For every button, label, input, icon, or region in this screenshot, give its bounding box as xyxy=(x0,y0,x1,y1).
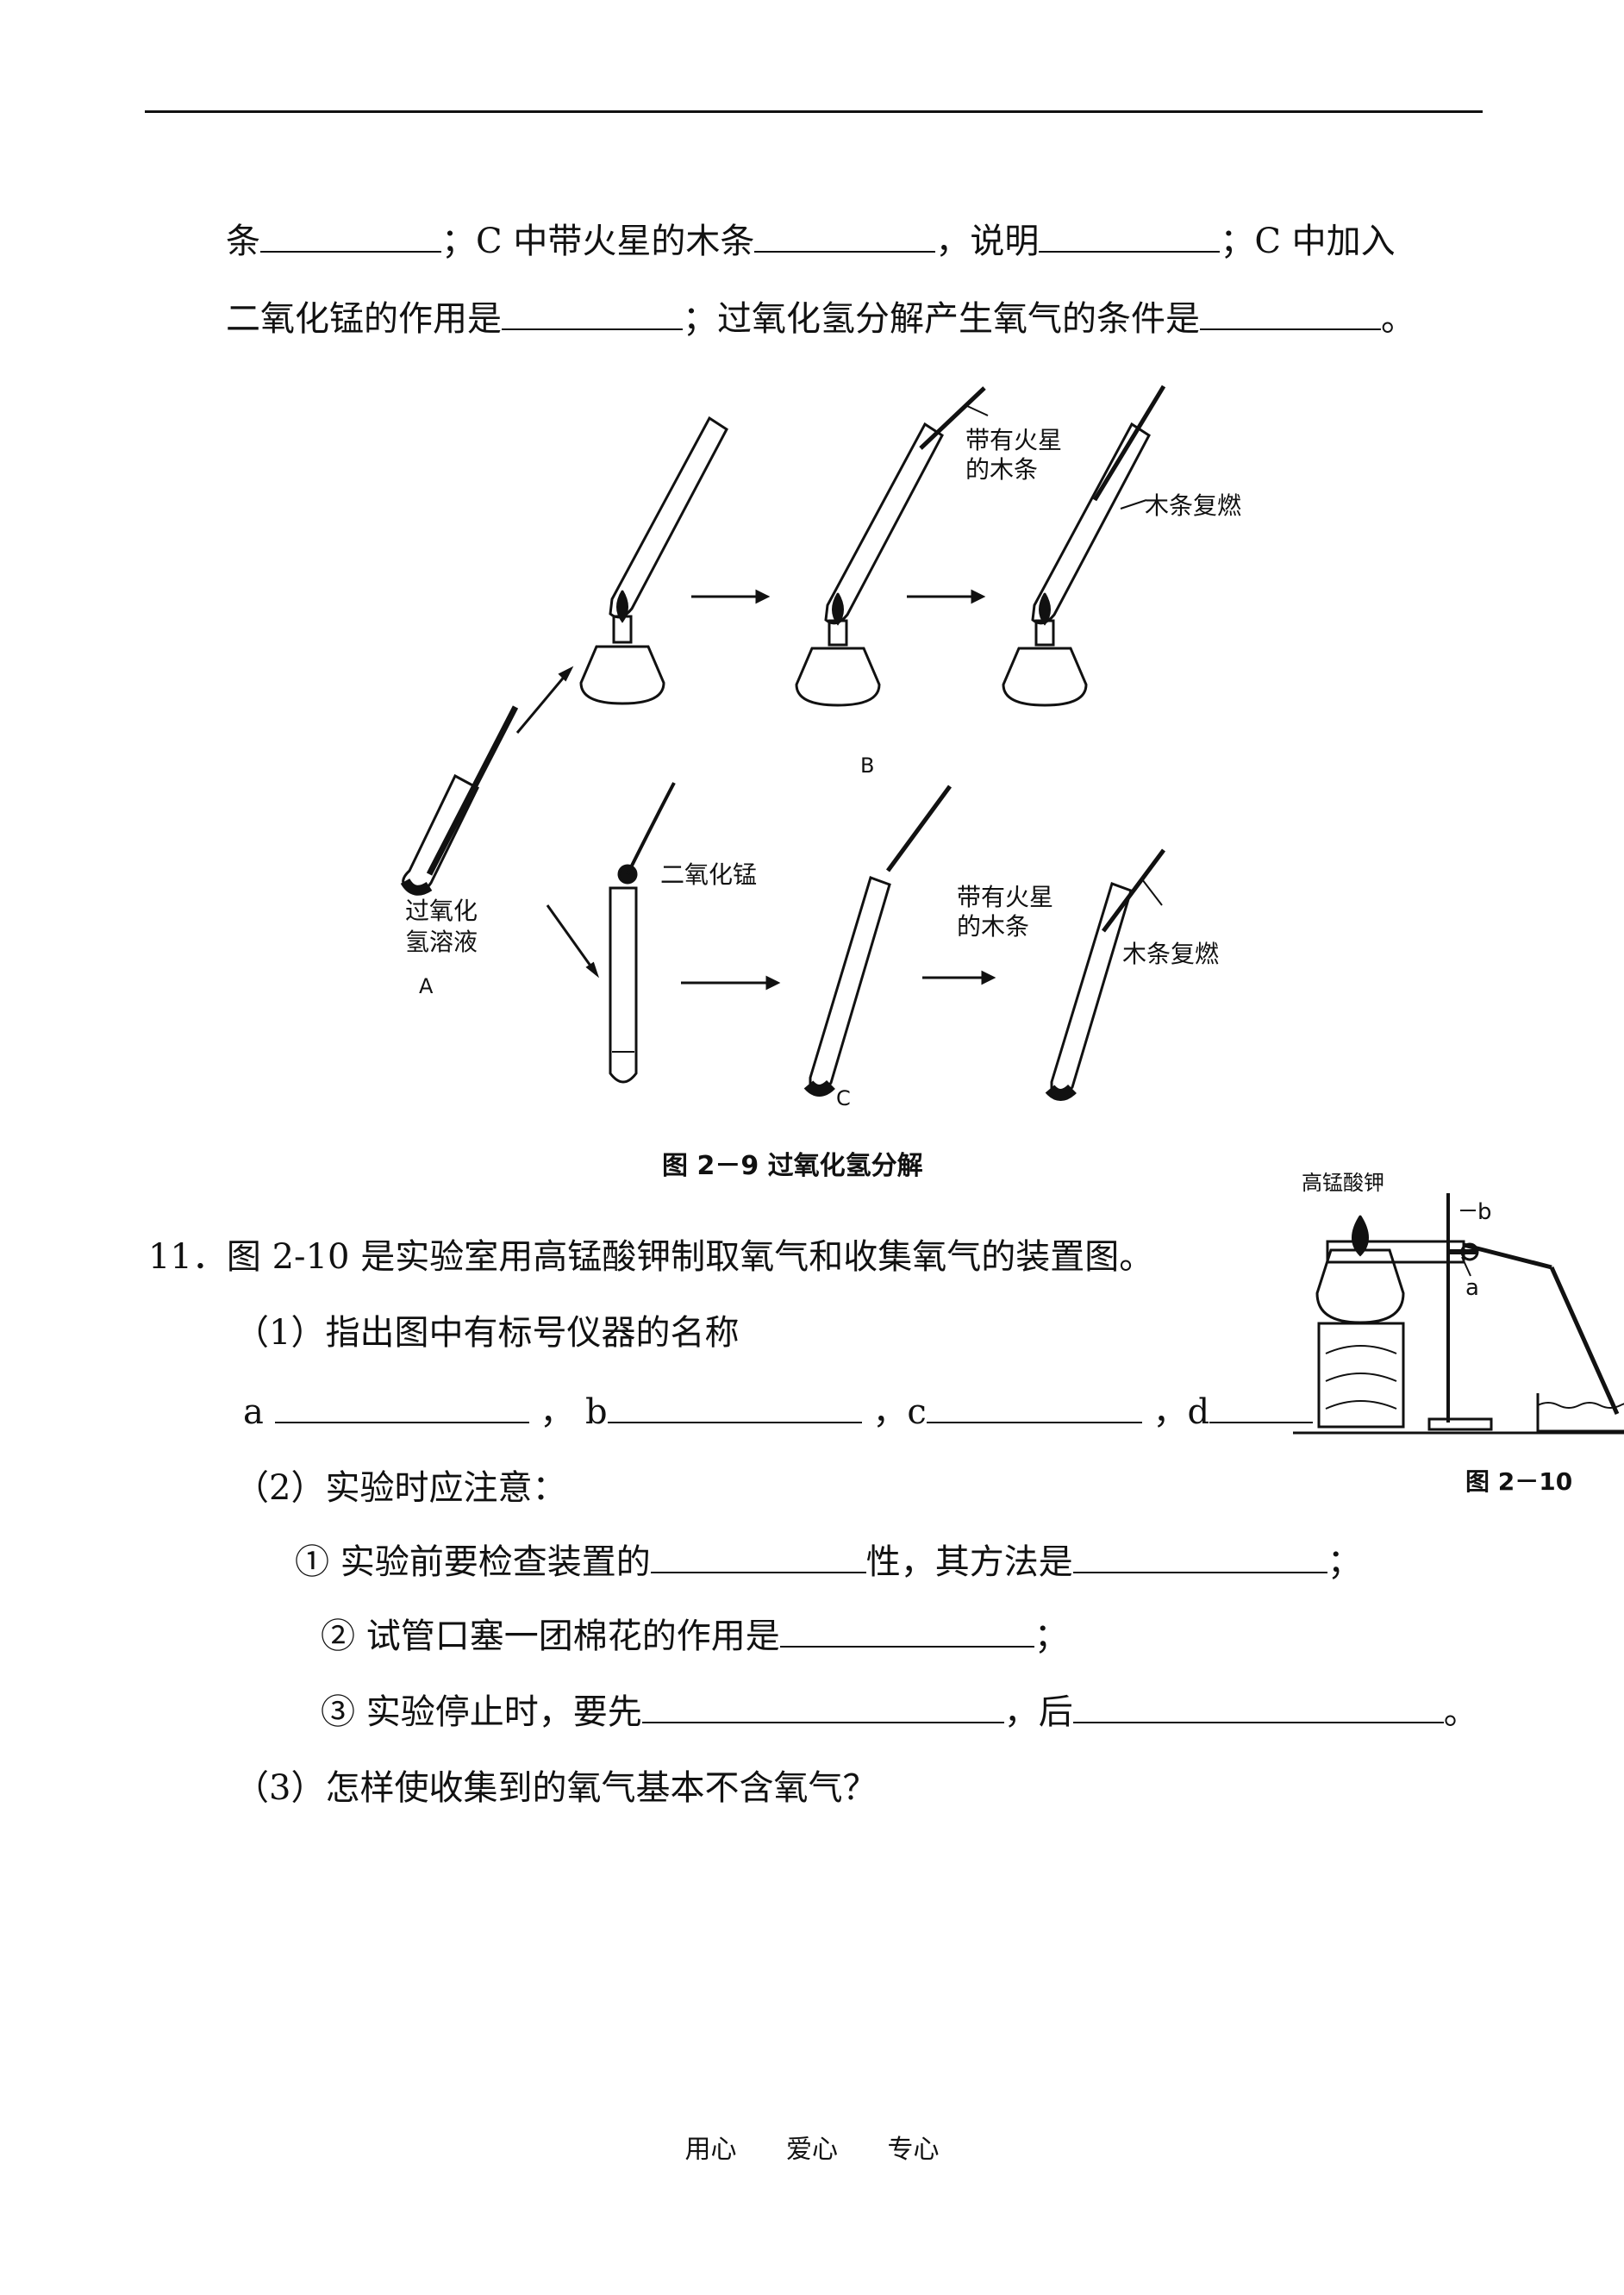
label-glowing-splint: 的木条 xyxy=(957,912,1029,941)
q11-part3: （3）怎样使收集到的氧气基本不含氧气？ xyxy=(234,1768,878,1808)
label-h2o2: 氢溶液 xyxy=(405,928,478,956)
q11-text: ； xyxy=(1327,1542,1362,1582)
figure-2-9: 带有火星 的木条 木条复燃 二氧化锰 带有火星 的木条 木条复燃 过氧化 氢溶液… xyxy=(400,385,1241,1181)
label-b: B xyxy=(860,754,874,778)
answer-blank[interactable] xyxy=(754,218,936,253)
q11-text: 。 xyxy=(1443,1692,1478,1732)
q10-text: 二氧化锰的作用是 xyxy=(226,299,502,339)
q11-text: ，d xyxy=(1152,1392,1210,1432)
q11-text: ① 实验前要检查装置的 xyxy=(295,1542,651,1582)
answer-blank[interactable] xyxy=(502,296,683,330)
q11-text: ③ 实验停止时，要先 xyxy=(321,1692,642,1732)
page-footer: 用心 爱心 专心 xyxy=(0,2128,1624,2166)
q10-line2: 二氧化锰的作用是 ；过氧化氢分解产生氧气的条件是 。 xyxy=(226,295,1415,343)
figure-caption: 图 2－10 xyxy=(1465,1467,1572,1496)
q10-text: 条 xyxy=(226,222,260,261)
answer-blank[interactable] xyxy=(1072,1689,1444,1723)
q11-item2: ② 试管口塞一团棉花的作用是 ； xyxy=(321,1612,1069,1660)
answer-blank-a[interactable] xyxy=(274,1389,529,1423)
answer-blank-b[interactable] xyxy=(607,1389,862,1423)
label-relight: 木条复燃 xyxy=(1145,491,1241,520)
label-b: b xyxy=(1477,1199,1492,1225)
answer-blank-d[interactable] xyxy=(1209,1389,1314,1423)
answer-blank[interactable] xyxy=(650,1539,866,1573)
footer-text: 用心 xyxy=(684,2135,737,2165)
figure-2-10: 高锰酸钾 b a 图 2－10 xyxy=(1293,1171,1624,1496)
q11-text: a xyxy=(243,1392,264,1432)
answer-blank[interactable] xyxy=(1072,1539,1327,1573)
q10-line1: 条 ；C 中带火星的木条 ，说明 ；C 中加入 xyxy=(226,217,1396,266)
q11-text: ； xyxy=(1034,1617,1069,1656)
q10-text: ；过氧化氢分解产生氧气的条件是 xyxy=(683,299,1200,339)
q11-text: ，c xyxy=(872,1392,927,1432)
answer-blank[interactable] xyxy=(641,1689,1004,1723)
answer-blank[interactable] xyxy=(1200,296,1381,330)
q10-text: ，说明 xyxy=(935,222,1040,261)
label-h2o2: 过氧化 xyxy=(405,897,478,925)
label-mno2: 二氧化锰 xyxy=(660,860,757,889)
q11-text: b xyxy=(585,1392,608,1432)
label-kmno4: 高锰酸钾 xyxy=(1302,1171,1384,1195)
footer-text: 专心 xyxy=(887,2135,940,2165)
q11-part2: （2）实验时应注意： xyxy=(234,1468,567,1508)
answer-blank[interactable] xyxy=(260,218,441,253)
footer-text: 爱心 xyxy=(786,2135,838,2165)
q10-text: ；C 中加入 xyxy=(1220,222,1396,261)
header-rule xyxy=(145,110,1483,113)
q10-text: 。 xyxy=(1381,299,1415,339)
label-relight: 木条复燃 xyxy=(1122,940,1219,968)
q11-text: 性，其方法是 xyxy=(865,1542,1073,1582)
answer-blank-c[interactable] xyxy=(926,1389,1142,1423)
label-c: C xyxy=(836,1086,851,1110)
label-a: a xyxy=(1465,1275,1479,1301)
q10-text: ；C 中带火星的木条 xyxy=(441,222,755,261)
q11-item3: ③ 实验停止时，要先 ，后 。 xyxy=(321,1688,1478,1736)
label-a: A xyxy=(419,974,434,998)
label-glowing-splint: 带有火星 xyxy=(965,426,1062,454)
label-glowing-splint: 的木条 xyxy=(965,455,1038,484)
label-glowing-splint: 带有火星 xyxy=(957,883,1053,911)
q11-text: ，后 xyxy=(1003,1692,1073,1732)
q11-part1: （1）指出图中有标号仪器的名称 xyxy=(234,1313,740,1353)
answer-blank[interactable] xyxy=(779,1613,1034,1648)
q11-text: ② 试管口塞一团棉花的作用是 xyxy=(321,1617,780,1656)
q11-text: ， xyxy=(540,1392,575,1432)
q11-title: 11．图 2-10 是实验室用高锰酸钾制取氧气和收集氧气的装置图。 xyxy=(148,1237,1154,1277)
q11-names-line: a ， b ，c ，d xyxy=(243,1388,1314,1436)
answer-blank[interactable] xyxy=(1039,218,1221,253)
q11-item1: ① 实验前要检查装置的 性，其方法是 ； xyxy=(295,1538,1362,1586)
figure-caption: 图 2－9 过氧化氢分解 xyxy=(662,1151,923,1181)
